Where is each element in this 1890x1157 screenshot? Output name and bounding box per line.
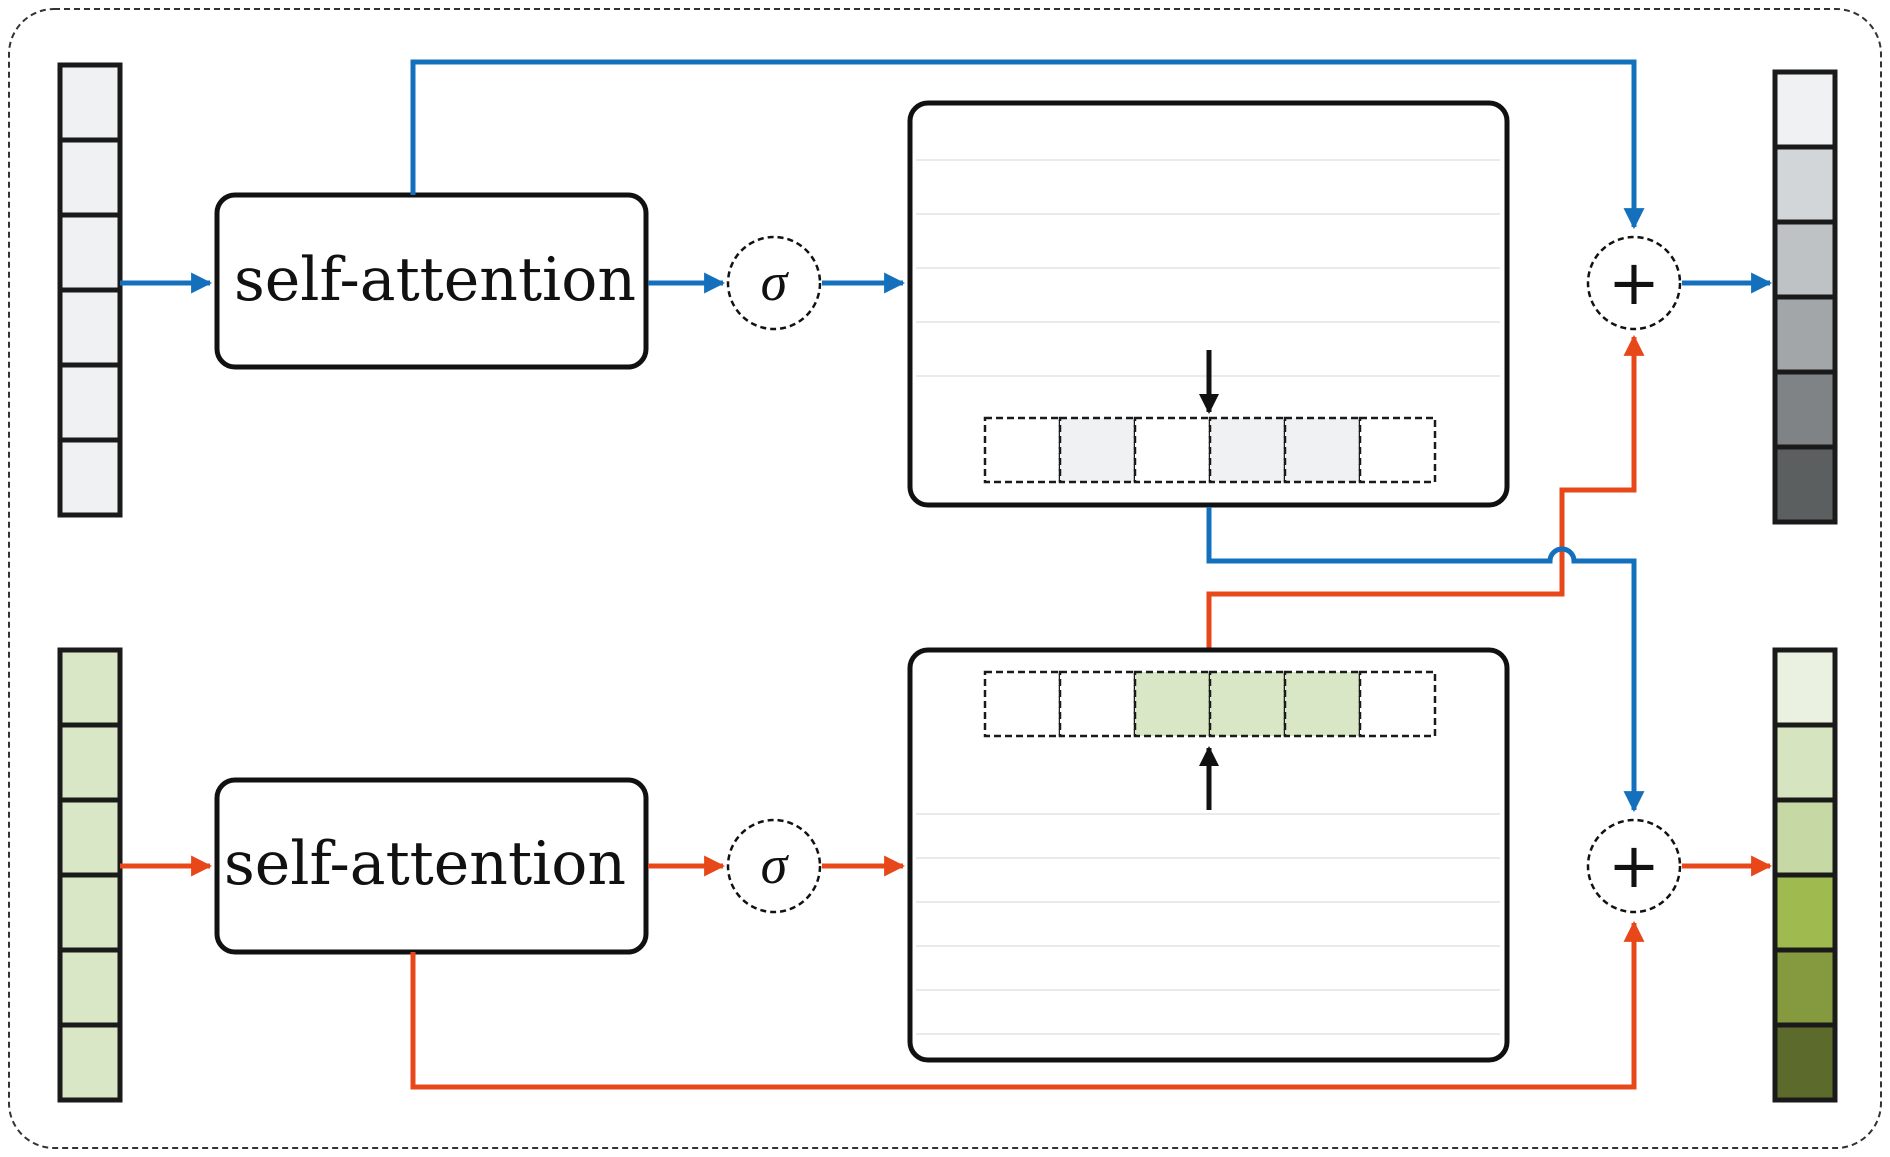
top-signal-panel bbox=[907, 100, 1510, 508]
top-sigma-symbol: σ bbox=[761, 252, 790, 312]
bottom-output-cell bbox=[1772, 797, 1838, 878]
bottom-branch: self-attention σ + bbox=[57, 647, 1838, 1103]
top-selector-cell bbox=[1283, 416, 1362, 484]
top-output-cell bbox=[1772, 294, 1838, 375]
bottom-self-attention-label: self-attention bbox=[224, 829, 626, 899]
top-residual-line bbox=[410, 59, 1645, 230]
bottom-sum-symbol: + bbox=[1608, 829, 1660, 902]
top-input-cell bbox=[57, 62, 123, 143]
bottom-output-cell bbox=[1772, 722, 1838, 803]
top-input-cell bbox=[57, 137, 123, 218]
bottom-output-cell bbox=[1772, 872, 1838, 953]
bottom-selector-cell bbox=[1358, 670, 1437, 738]
top-sigma-node bbox=[726, 235, 822, 331]
top-selection-vector bbox=[983, 416, 1437, 484]
bottom-input-vector bbox=[57, 647, 123, 1103]
bottom-sigma-node bbox=[726, 818, 822, 914]
bottom-input-cell bbox=[57, 872, 123, 953]
bottom-self-attention-block bbox=[214, 777, 649, 955]
top-input-vector bbox=[57, 62, 123, 518]
bottom-input-cell bbox=[57, 947, 123, 1028]
cross-blue-to-bottom-sum bbox=[1206, 507, 1645, 813]
outer-frame bbox=[8, 8, 1882, 1149]
bottom-selector-cell bbox=[1133, 670, 1212, 738]
bottom-input-cell bbox=[57, 1022, 123, 1103]
bottom-selector-cell bbox=[1208, 670, 1287, 738]
top-output-cell bbox=[1772, 444, 1838, 525]
top-selector-cell bbox=[983, 416, 1062, 484]
top-signal-gridlines bbox=[916, 159, 1500, 377]
bottom-residual-line bbox=[410, 920, 1645, 1090]
top-input-cell bbox=[57, 362, 123, 443]
bottom-output-cell bbox=[1772, 1022, 1838, 1103]
bottom-selector-cell bbox=[1283, 670, 1362, 738]
bottom-signal-panel bbox=[907, 647, 1510, 1063]
top-self-attention-label: self-attention bbox=[234, 245, 636, 315]
top-self-attention-block bbox=[214, 192, 649, 370]
top-output-cell bbox=[1772, 369, 1838, 450]
top-selector-cell bbox=[1358, 416, 1437, 484]
bottom-output-cell bbox=[1772, 947, 1838, 1028]
top-output-cell bbox=[1772, 144, 1838, 225]
bottom-selection-vector bbox=[983, 670, 1437, 738]
bottom-selector-cell bbox=[983, 670, 1062, 738]
top-input-cell bbox=[57, 287, 123, 368]
top-output-vector bbox=[1772, 69, 1838, 525]
top-output-cell bbox=[1772, 219, 1838, 300]
top-input-cell bbox=[57, 437, 123, 518]
bottom-sigma-symbol: σ bbox=[761, 835, 790, 895]
bottom-signal-gridlines bbox=[916, 813, 1500, 1035]
cross-red-to-top-sum bbox=[1206, 334, 1645, 650]
top-input-cell bbox=[57, 212, 123, 293]
bottom-selector-cell bbox=[1058, 670, 1137, 738]
bottom-output-cell bbox=[1772, 647, 1838, 728]
top-selector-cell bbox=[1058, 416, 1137, 484]
top-selector-cell bbox=[1208, 416, 1287, 484]
bottom-sum-node bbox=[1586, 818, 1682, 914]
top-sum-symbol: + bbox=[1608, 246, 1660, 319]
bottom-input-cell bbox=[57, 647, 123, 728]
top-output-cell bbox=[1772, 69, 1838, 150]
top-branch: self-attention σ + bbox=[57, 59, 1838, 525]
bottom-input-cell bbox=[57, 797, 123, 878]
bottom-input-cell bbox=[57, 722, 123, 803]
top-sum-node bbox=[1586, 235, 1682, 331]
top-selector-cell bbox=[1133, 416, 1212, 484]
bottom-output-vector bbox=[1772, 647, 1838, 1103]
